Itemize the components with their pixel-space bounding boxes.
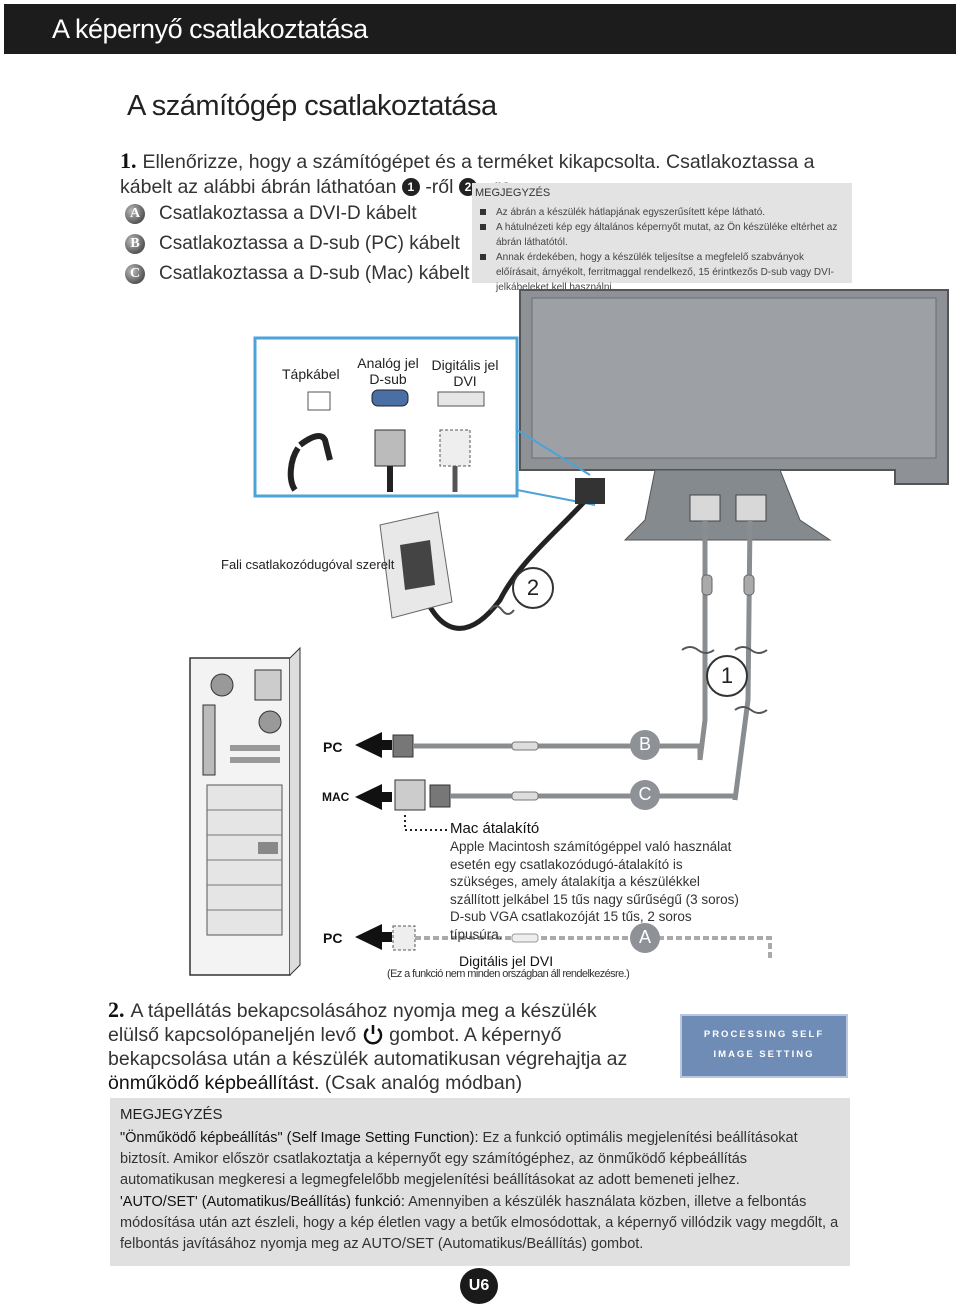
option-a-text: Csatlakoztassa a DVI-D kábelt	[159, 203, 417, 224]
letter-b-icon: B	[125, 234, 145, 254]
note-box-1: MEGJEGYZÉS Az ábrán a készülék hátlapján…	[472, 183, 852, 293]
mac-adapter-text: Apple Macintosh számítógéppel való haszn…	[450, 839, 739, 942]
label-power-cable: Tápkábel	[282, 366, 340, 382]
cable-b-label: B	[638, 734, 651, 754]
bullet-icon	[480, 209, 486, 215]
note-1-item: Az ábrán a készülék hátlapjának egyszerű…	[480, 205, 840, 220]
dvi-label: Digitális jel DVI	[459, 953, 554, 969]
label-pc-1: PC	[323, 739, 343, 755]
osd-message-box: PROCESSING SELF IMAGE SETTING	[680, 1014, 848, 1078]
label-pc-2: PC	[323, 930, 343, 946]
marker-step-2: 2	[526, 575, 540, 600]
note-2-paragraph-2: 'AUTO/SET' (Automatikus/Beállítás) funkc…	[120, 1194, 839, 1252]
section-title: A számítógép csatlakoztatása	[127, 90, 497, 122]
label-mac: MAC	[322, 790, 350, 804]
option-b-text: Csatlakoztassa a D-sub (PC) kábelt	[159, 233, 460, 254]
page-header-title: A képernyő csatlakoztatása	[52, 14, 368, 44]
note-box-2: MEGJEGYZÉS "Önműködő képbeállítás" (Self…	[110, 1098, 850, 1266]
pc-tower-illustration	[189, 646, 301, 976]
step-2-number: 2.	[108, 997, 125, 1022]
label-wall-outlet: Fali csatlakozódugóval szerelt	[221, 557, 395, 572]
step-1: 1.Ellenőrizze, hogy a számítógépet és a …	[120, 148, 860, 200]
note-1-item: A hátulnézeti kép egy általános képernyő…	[480, 220, 840, 250]
letter-c-icon: C	[125, 264, 145, 284]
step-2: 2.A tápellátás bekapcsolásához nyomja me…	[108, 998, 648, 1095]
marker-1-icon: 1	[401, 178, 420, 196]
cable-c-label: C	[638, 784, 652, 804]
mac-adapter-title: Mac átalakító	[450, 820, 540, 837]
step-1-number: 1.	[120, 148, 137, 173]
step-2-highlight: önműködő képbeállítást.	[108, 1072, 320, 1094]
note-1-item: Annak érdekében, hogy a készülék teljesí…	[480, 250, 840, 295]
bullet-icon	[480, 254, 486, 260]
cable-a-label: A	[638, 927, 651, 947]
step-2-text-c: (Csak analóg módban)	[324, 1072, 523, 1094]
note-2-title: MEGJEGYZÉS	[120, 1106, 223, 1123]
note-1-title: MEGJEGYZÉS	[475, 187, 551, 199]
option-c-text: Csatlakoztassa a D-sub (Mac) kábelt	[159, 263, 470, 284]
monitor-back-illustration	[519, 289, 949, 541]
step-2-text-b: gombot. A képernyő bekapcsolása után a k…	[108, 1024, 628, 1070]
letter-a-icon: A	[125, 204, 145, 224]
step-1-text-a: Ellenőrizze, hogy a számítógépet és a te…	[120, 151, 815, 198]
page-number-badge: U6	[460, 1268, 498, 1304]
osd-line-2: IMAGE SETTING	[713, 1049, 815, 1060]
step-2-text-a: A tápellátás bekapcsolásához nyomja meg …	[108, 1000, 597, 1046]
bullet-icon	[480, 224, 486, 230]
header-bar: A képernyő csatlakoztatása	[4, 4, 956, 54]
port-box	[253, 336, 519, 498]
power-icon	[362, 1023, 384, 1045]
step-1-text-b: -ről	[425, 176, 454, 198]
note-2-paragraph-1: "Önműködő képbeállítás" (Self Image Sett…	[120, 1130, 798, 1188]
marker-step-1: 1	[720, 663, 734, 688]
dvi-note: (Ez a funkció nem minden országban áll r…	[387, 968, 630, 980]
osd-line-1: PROCESSING SELF	[703, 1029, 825, 1040]
